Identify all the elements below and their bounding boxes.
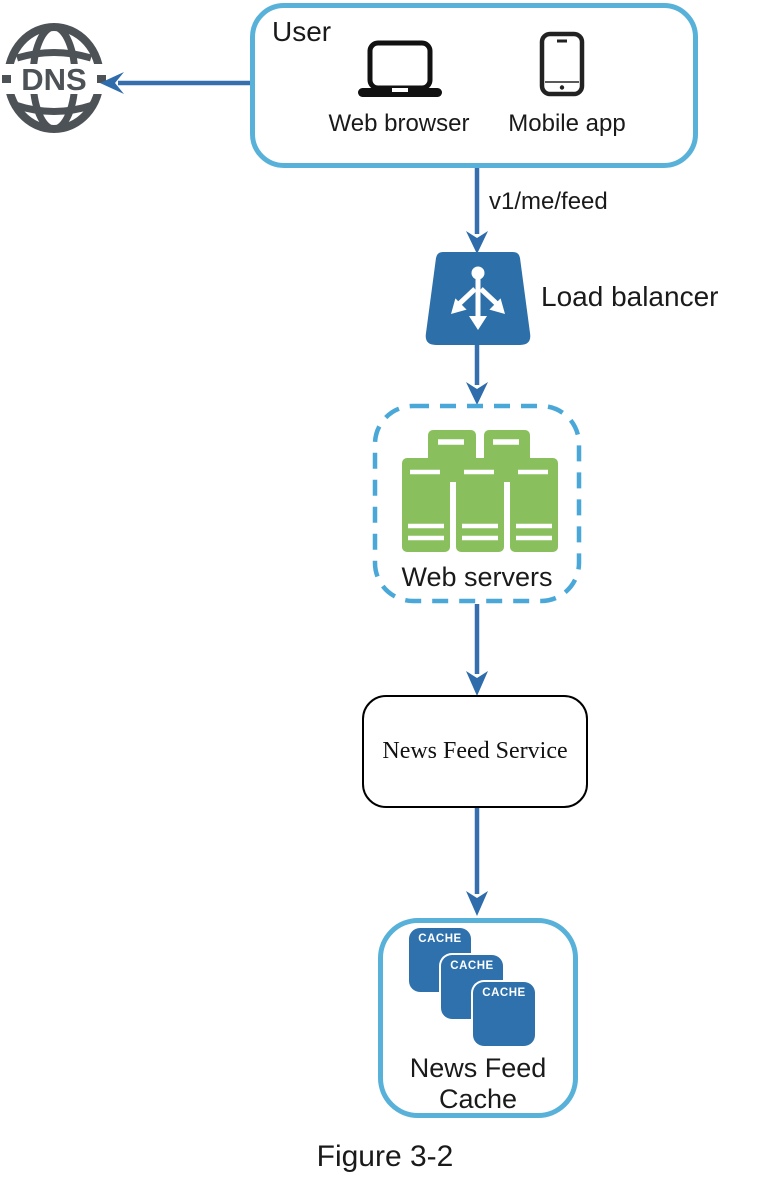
news-feed-cache-label-line1: News Feed bbox=[409, 1053, 547, 1083]
news-feed-service-label: News Feed Service bbox=[382, 738, 568, 764]
dns-globe-icon: DNS bbox=[2, 23, 106, 133]
dns-label: DNS bbox=[21, 62, 86, 97]
user-box bbox=[250, 3, 698, 168]
server-stack-icon bbox=[402, 430, 558, 552]
arrow-web-servers-to-news-feed-service bbox=[466, 604, 488, 696]
arrow-user-to-dns bbox=[100, 72, 252, 94]
arrow-user-to-load-balancer bbox=[466, 168, 488, 254]
laptop-icon bbox=[358, 40, 442, 97]
news-feed-cache-label-line2: Cache bbox=[438, 1084, 518, 1114]
mobile-app-label: Mobile app bbox=[508, 110, 626, 137]
mobile-icon bbox=[539, 31, 585, 97]
cache-chip-icon: CACHE bbox=[473, 982, 535, 1046]
news-feed-cache-box: CACHE CACHE CACHE bbox=[378, 918, 578, 1118]
user-box-title: User bbox=[272, 16, 332, 47]
load-balancer-label: Load balancer bbox=[541, 281, 719, 312]
load-balancer-icon bbox=[425, 252, 531, 345]
web-servers-box bbox=[372, 403, 582, 604]
web-browser-label: Web browser bbox=[328, 110, 470, 137]
figure-caption: Figure 3-2 bbox=[316, 1140, 454, 1173]
news-feed-service-box: News Feed Service bbox=[362, 695, 588, 808]
edge-label-v1-me-feed: v1/me/feed bbox=[489, 188, 608, 215]
web-servers-label: Web servers bbox=[401, 562, 553, 592]
arrow-news-feed-service-to-cache bbox=[466, 808, 488, 916]
arrow-load-balancer-to-web-servers bbox=[466, 345, 488, 405]
